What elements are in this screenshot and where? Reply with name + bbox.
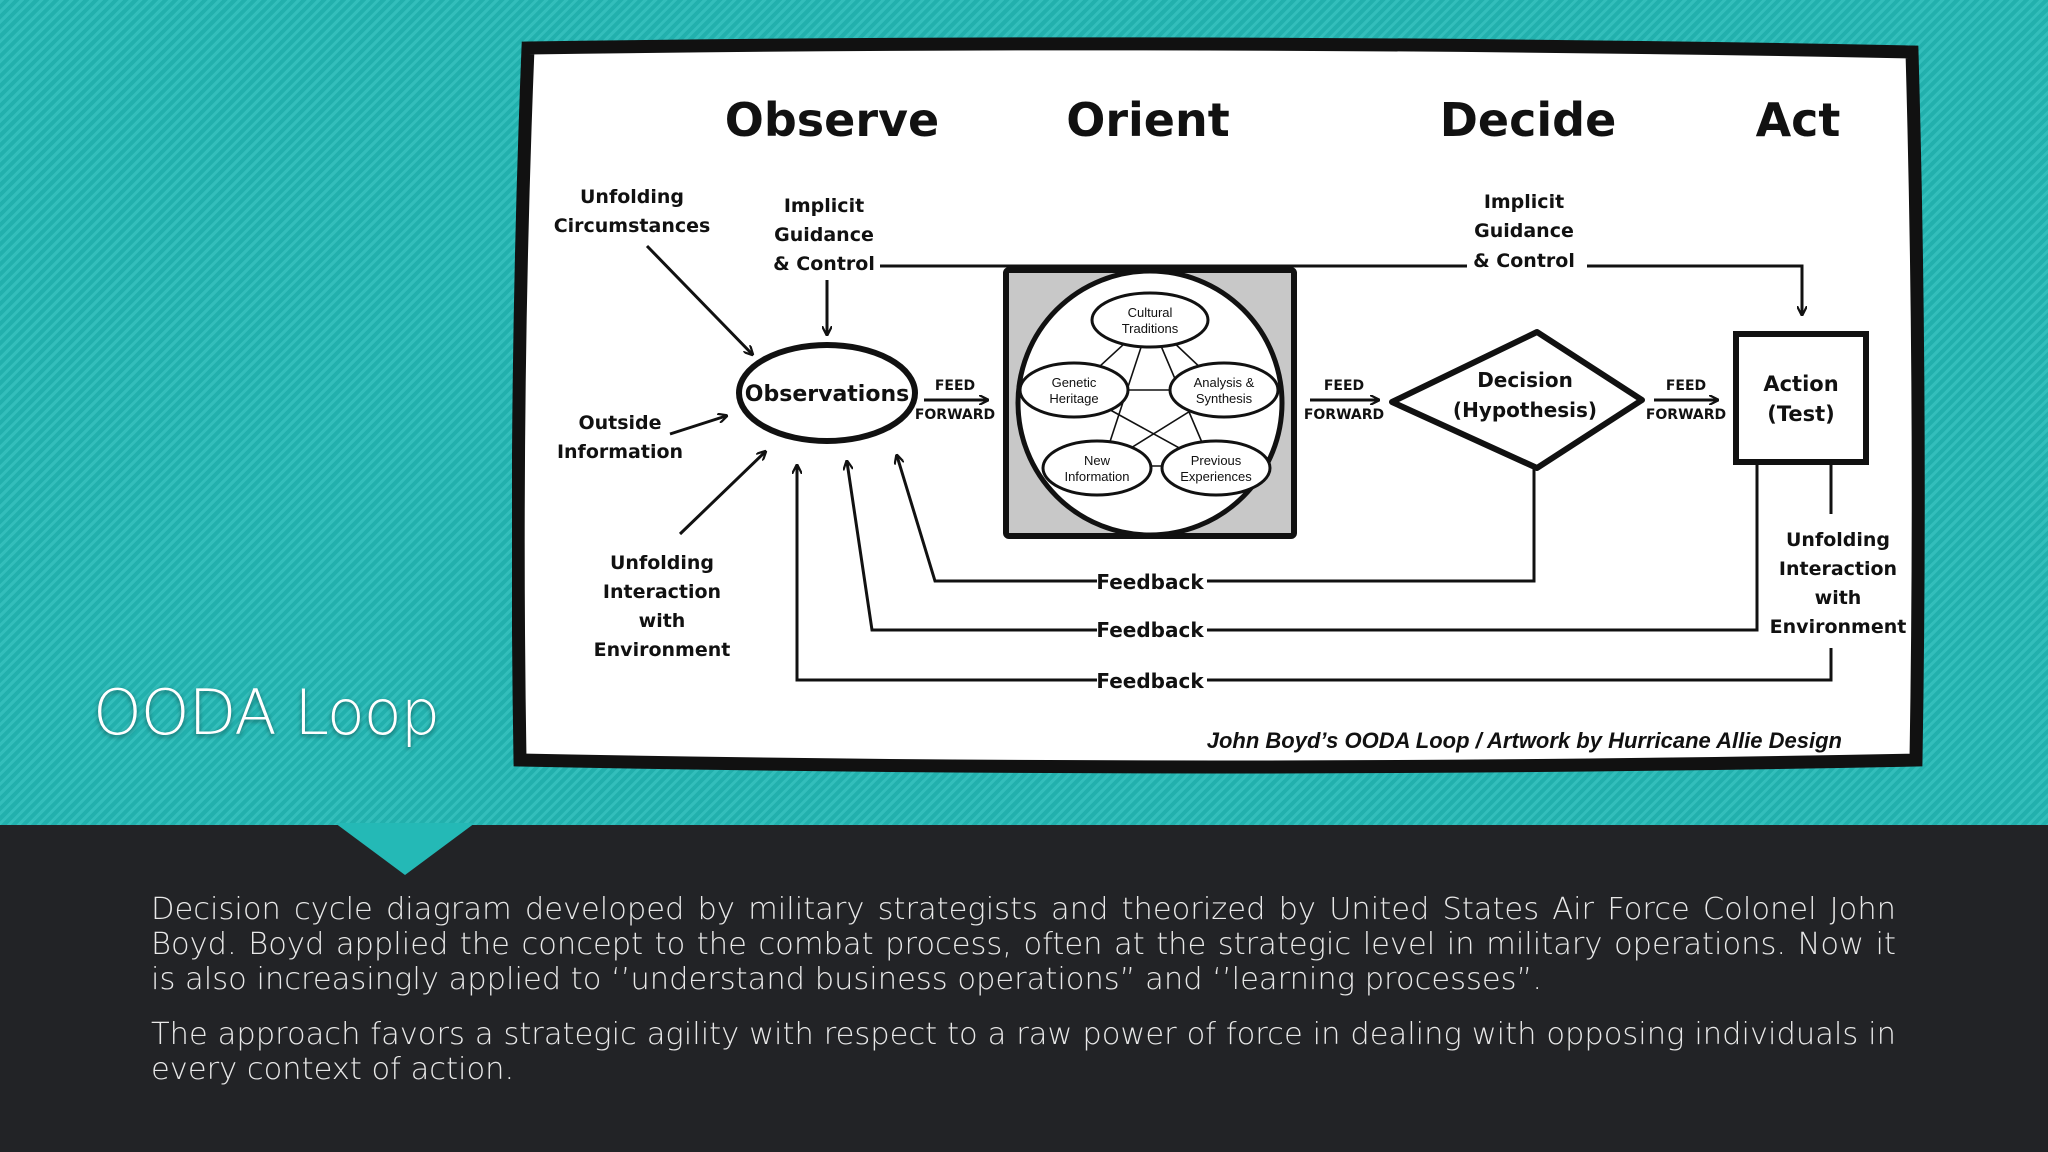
- svg-text:Information: Information: [1064, 469, 1129, 484]
- svg-text:Interaction: Interaction: [1779, 558, 1897, 580]
- action-box: [1733, 331, 1869, 465]
- svg-text:Unfolding: Unfolding: [1786, 529, 1890, 551]
- arrow-interaction: [678, 452, 765, 536]
- feedback-label-1: Feedback: [1096, 570, 1204, 594]
- svg-text:Implicit: Implicit: [784, 195, 864, 217]
- label-unfolding-interaction-right: Unfolding Interaction with Environment: [1770, 529, 1907, 638]
- svg-text:with: with: [1815, 587, 1862, 609]
- label-unfolding-circumstances: Unfolding Circumstances: [554, 186, 711, 237]
- svg-text:Traditions: Traditions: [1122, 321, 1179, 336]
- action-label-1: Action: [1763, 372, 1838, 396]
- feedback-line-2: [1207, 462, 1759, 632]
- ooda-diagram: Observe Orient Decide Act Unfolding Circ…: [512, 36, 1927, 778]
- svg-text:FORWARD: FORWARD: [915, 407, 995, 423]
- guidance-line-right: [1587, 264, 1802, 314]
- arrow-circumstances: [645, 244, 752, 354]
- decision-label-1: Decision: [1477, 368, 1573, 392]
- label-outside-information: Outside Information: [557, 412, 683, 463]
- svg-text:& Control: & Control: [1473, 250, 1575, 272]
- svg-text:Synthesis: Synthesis: [1196, 391, 1253, 406]
- svg-text:FORWARD: FORWARD: [1304, 407, 1384, 423]
- svg-text:New: New: [1084, 453, 1111, 468]
- svg-text:Unfolding: Unfolding: [610, 552, 714, 574]
- observations-label: Observations: [745, 382, 909, 407]
- action-label-2: (Test): [1767, 402, 1835, 426]
- svg-text:FEED: FEED: [935, 378, 975, 394]
- svg-text:FORWARD: FORWARD: [1646, 407, 1726, 423]
- svg-text:Implicit: Implicit: [1484, 191, 1564, 213]
- svg-text:Cultural: Cultural: [1128, 305, 1173, 320]
- label-implicit-guidance-right: Implicit Guidance & Control: [1473, 191, 1575, 272]
- svg-text:Guidance: Guidance: [774, 224, 874, 246]
- svg-text:Information: Information: [557, 441, 683, 463]
- diagram-credit: John Boyd’s OODA Loop / Artwork by Hurri…: [1207, 728, 1842, 753]
- label-implicit-guidance-left: Implicit Guidance & Control: [773, 195, 875, 275]
- slide-title: OODA Loop: [93, 676, 440, 749]
- decision-label-2: (Hypothesis): [1453, 398, 1597, 422]
- svg-text:& Control: & Control: [773, 253, 875, 275]
- feedback-line-1: [1207, 468, 1536, 583]
- header-decide: Decide: [1440, 93, 1617, 147]
- header-act: Act: [1756, 93, 1841, 147]
- svg-text:Interaction: Interaction: [603, 581, 721, 603]
- node-genetic: Genetic Heritage: [1018, 361, 1130, 419]
- band-pointer: [335, 823, 475, 875]
- feedback-label-3: Feedback: [1096, 669, 1204, 693]
- svg-text:Circumstances: Circumstances: [554, 215, 711, 237]
- node-analysis: Analysis & Synthesis: [1168, 361, 1280, 419]
- svg-text:Previous: Previous: [1191, 453, 1242, 468]
- feedback-line-3: [1207, 648, 1833, 682]
- label-unfolding-interaction-left: Unfolding Interaction with Environment: [594, 552, 731, 661]
- header-orient: Orient: [1066, 93, 1230, 147]
- body-paragraph-1: Decision cycle diagram developed by mili…: [151, 892, 1896, 997]
- svg-text:Experiences: Experiences: [1180, 469, 1252, 484]
- feed-forward-1: FEED FORWARD: [915, 378, 995, 423]
- svg-text:with: with: [639, 610, 686, 632]
- feedback-label-2: Feedback: [1096, 618, 1204, 642]
- node-previous: Previous Experiences: [1160, 439, 1272, 497]
- body-text: Decision cycle diagram developed by mili…: [151, 892, 1896, 1107]
- arrow-outside-info: [669, 416, 726, 436]
- svg-text:Unfolding: Unfolding: [580, 186, 684, 208]
- svg-text:FEED: FEED: [1666, 378, 1706, 394]
- svg-text:FEED: FEED: [1324, 378, 1364, 394]
- body-paragraph-2: The approach favors a strategic agility …: [151, 1017, 1896, 1087]
- svg-text:Guidance: Guidance: [1474, 220, 1574, 242]
- decision-diamond: [1389, 329, 1645, 471]
- svg-text:Environment: Environment: [594, 639, 731, 661]
- svg-text:Environment: Environment: [1770, 616, 1907, 638]
- svg-text:Genetic: Genetic: [1052, 375, 1097, 390]
- node-cultural: Cultural Traditions: [1090, 291, 1210, 349]
- header-observe: Observe: [725, 93, 939, 147]
- svg-text:Analysis &: Analysis &: [1194, 375, 1255, 390]
- svg-text:Outside: Outside: [578, 412, 661, 434]
- feed-forward-3: FEED FORWARD: [1646, 378, 1726, 423]
- feed-forward-2: FEED FORWARD: [1304, 378, 1384, 423]
- svg-text:Heritage: Heritage: [1049, 391, 1098, 406]
- observations-ellipse: [736, 342, 918, 444]
- node-new-information: New Information: [1041, 439, 1153, 497]
